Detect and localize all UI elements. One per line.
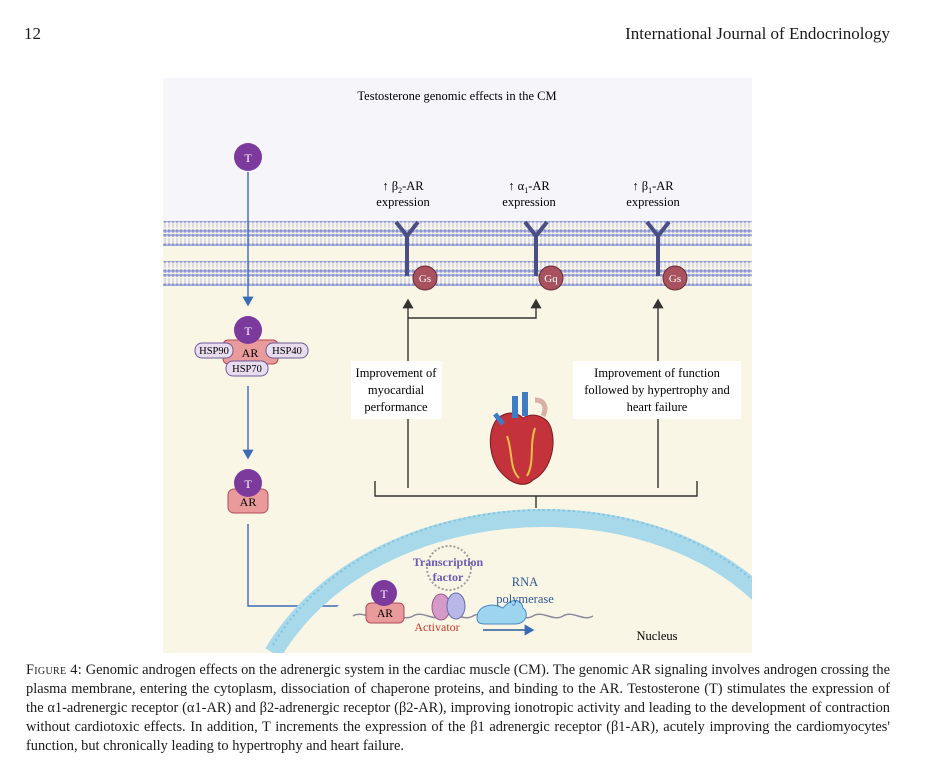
chaperone-hsp90: HSP90: [199, 346, 229, 357]
svg-text:expression: expression: [626, 195, 680, 209]
hormone-label: T: [244, 151, 252, 165]
g-protein-label: Gs: [419, 273, 431, 285]
caption-text: Genomic androgen effects on the adrenerg…: [26, 662, 891, 754]
svg-text:factor: factor: [433, 570, 464, 584]
beta1-receptor: Gs: [645, 220, 688, 291]
svg-text:Improvement of function: Improvement of function: [594, 366, 720, 380]
hormone-label: T: [244, 324, 252, 338]
heart-illustration: [489, 392, 554, 485]
svg-text:Improvement of: Improvement of: [356, 366, 438, 380]
svg-text:myocardial: myocardial: [368, 383, 425, 397]
chaperone-hsp70: HSP70: [232, 364, 262, 375]
chaperone-complex: HSP90 HSP40 HSP70 AR T: [194, 316, 309, 377]
svg-text:↑ β2-AR: ↑ β2-AR: [382, 179, 424, 195]
nucleus-label: Nucleus: [637, 629, 678, 643]
g-protein-label: Gs: [669, 273, 681, 285]
svg-text:RNA: RNA: [512, 575, 538, 589]
activator-label: Activator: [414, 620, 459, 634]
hormone-label: T: [244, 477, 252, 491]
receptor-label: AR: [240, 495, 257, 509]
svg-text:performance: performance: [364, 400, 428, 414]
beta1-expression-label: ↑ β1-AR expression: [626, 179, 680, 209]
t-ar-complex: AR T: [227, 469, 269, 514]
hypertrophy-box: Improvement of function followed by hype…: [573, 361, 741, 419]
beta2-receptor: Gs: [394, 220, 438, 291]
page-number: 12: [24, 24, 41, 43]
svg-text:heart failure: heart failure: [627, 400, 688, 414]
extracellular-space: [163, 78, 752, 223]
svg-text:followed by hypertrophy and: followed by hypertrophy and: [584, 383, 730, 397]
journal-title: International Journal of Endocrinology: [625, 24, 890, 43]
testosterone-extracellular: T: [234, 143, 262, 171]
svg-text:↑ α1-AR: ↑ α1-AR: [508, 179, 550, 195]
receptor-label: AR: [377, 608, 393, 620]
chaperone-hsp40: HSP40: [272, 346, 302, 357]
beta2-expression-label: ↑ β2-AR expression: [376, 179, 430, 209]
g-protein-label: Gq: [544, 273, 558, 285]
transcription-factor: Transcription factor: [413, 545, 484, 621]
caption-label: Figure 4:: [26, 662, 83, 678]
alpha1-receptor: Gq: [523, 220, 564, 291]
figure-caption: Figure 4: Genomic androgen effects on th…: [26, 661, 890, 756]
svg-text:expression: expression: [376, 195, 430, 209]
svg-text:↑ β1-AR: ↑ β1-AR: [632, 179, 674, 195]
plasma-membrane: [163, 221, 752, 286]
rna-polymerase: RNA polymerase: [476, 575, 554, 625]
nuclear-t-ar-complex: AR T: [365, 580, 405, 624]
svg-text:Transcription: Transcription: [413, 555, 484, 569]
hormone-label: T: [380, 589, 387, 601]
figure-4: Testosterone genomic effects in the CM T…: [163, 78, 752, 653]
alpha1-expression-label: ↑ α1-AR expression: [502, 179, 556, 209]
svg-text:polymerase: polymerase: [496, 592, 554, 606]
myocardial-performance-box: Improvement of myocardial performance: [351, 361, 442, 419]
receptor-label: AR: [242, 346, 259, 360]
figure-title: Testosterone genomic effects in the CM: [357, 89, 556, 103]
svg-text:expression: expression: [502, 195, 556, 209]
nucleus-envelope: [265, 508, 752, 653]
